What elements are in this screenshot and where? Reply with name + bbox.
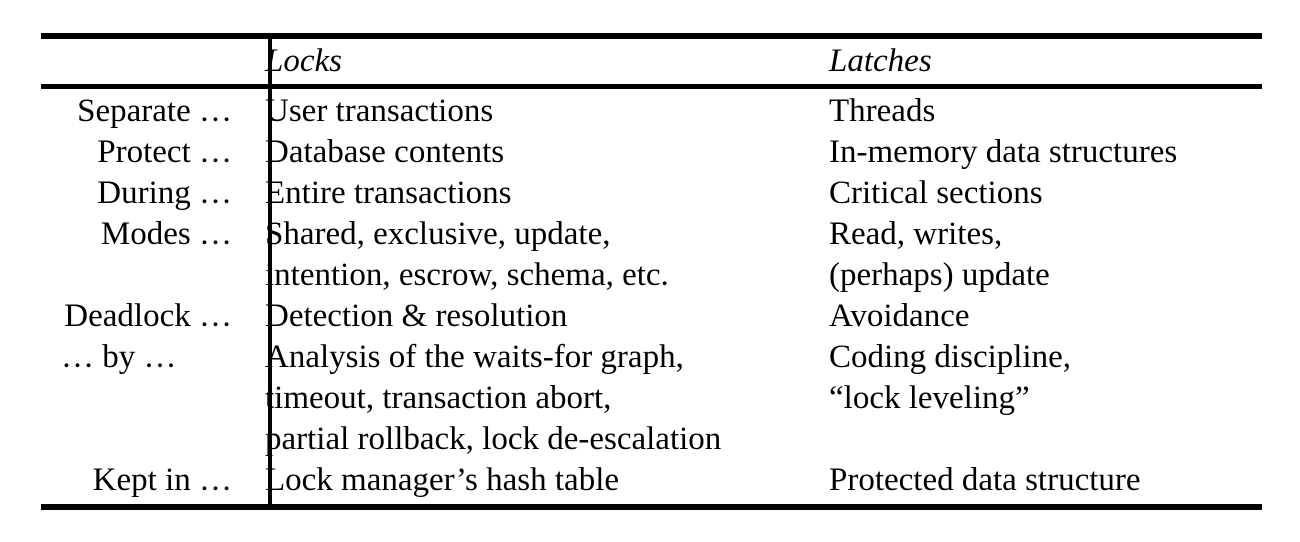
table-header-row: Locks Latches xyxy=(41,39,1262,84)
row-latches-value: Avoidance xyxy=(829,298,970,334)
row-label: … by … xyxy=(61,339,177,375)
row-latches-value: Coding discipline, “lock leveling” xyxy=(829,339,1071,416)
row-latches-value: Threads xyxy=(829,93,936,129)
row-label: During … xyxy=(97,175,232,211)
table-header-grid: Locks Latches xyxy=(41,39,1262,84)
row-label: Protect … xyxy=(97,134,232,170)
table-body-grid: Separate … User transactions Threads Pro… xyxy=(41,89,1262,504)
row-label: Deadlock … xyxy=(64,298,232,334)
table-row: Modes … Shared, exclusive, update, inten… xyxy=(41,214,1262,296)
row-latches-value: Critical sections xyxy=(829,175,1043,211)
row-locks-value: Lock manager’s hash table xyxy=(265,462,620,498)
row-label: Separate … xyxy=(77,93,232,129)
row-locks-value: Detection & resolution xyxy=(265,298,568,334)
row-latches-value: Protected data structure xyxy=(829,462,1141,498)
table-row: … by … Analysis of the waits-for graph, … xyxy=(41,337,1262,460)
column-divider-rule-body xyxy=(268,89,272,504)
column-divider-rule xyxy=(268,39,272,84)
row-locks-value: Analysis of the waits-for graph, timeout… xyxy=(265,339,722,457)
header-cell-locks: Locks xyxy=(265,43,342,79)
table-row: During … Entire transactions Critical se… xyxy=(41,173,1262,214)
table-header-rule xyxy=(41,84,1262,89)
table-row: Kept in … Lock manager’s hash table Prot… xyxy=(41,460,1262,501)
table-row: Protect … Database contents In-memory da… xyxy=(41,132,1262,173)
row-locks-value: User transactions xyxy=(265,93,494,129)
row-latches-value: In-memory data structures xyxy=(829,134,1178,170)
header-cell-latches: Latches xyxy=(829,43,932,79)
table-row: Separate … User transactions Threads xyxy=(41,91,1262,132)
row-locks-value: Database contents xyxy=(265,134,505,170)
row-latches-value: Read, writes, (perhaps) update xyxy=(829,216,1050,293)
table-top-rule xyxy=(41,33,1262,39)
table-row: Deadlock … Detection & resolution Avoida… xyxy=(41,296,1262,337)
comparison-table: Locks Latches Separate … User transactio… xyxy=(41,33,1262,510)
row-locks-value: Shared, exclusive, update, intention, es… xyxy=(265,216,669,293)
row-label: Modes … xyxy=(100,216,232,252)
row-label: Kept in … xyxy=(92,462,232,498)
table-bottom-rule xyxy=(41,504,1262,510)
row-locks-value: Entire transactions xyxy=(265,175,512,211)
